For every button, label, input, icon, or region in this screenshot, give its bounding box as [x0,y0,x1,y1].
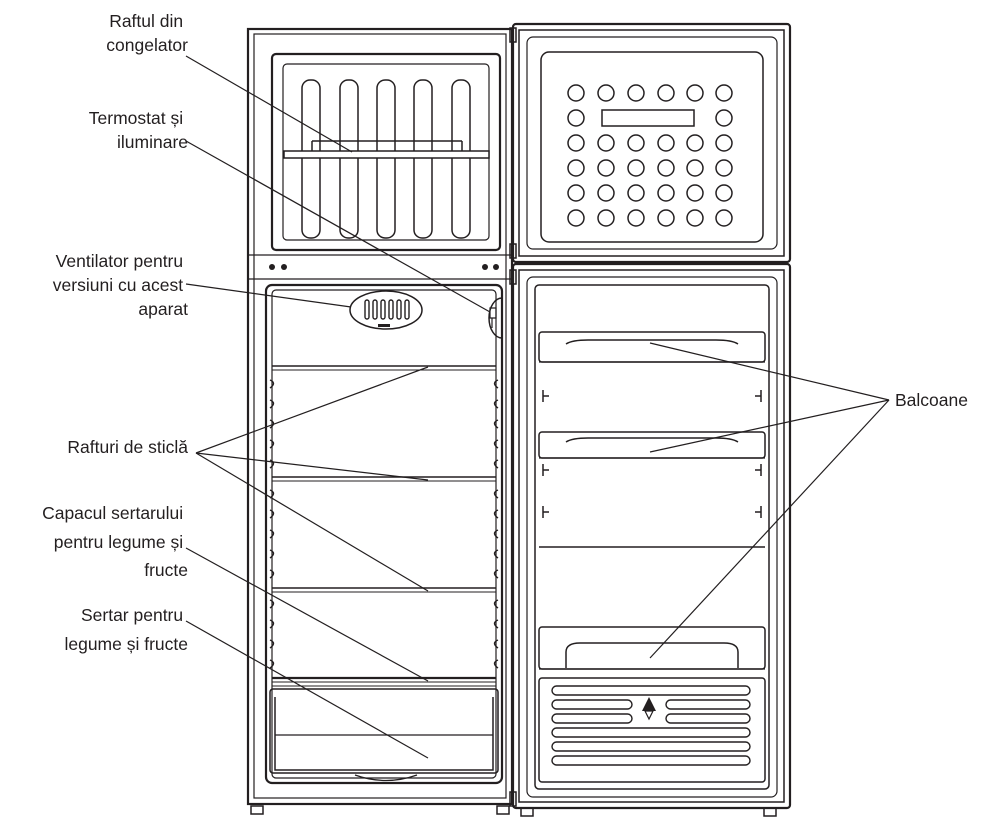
label-crisper-cover: Capacul sertarului pentru legume și fruc… [42,503,188,580]
door-balcony-2 [538,431,766,459]
leader-thermostat [185,140,491,313]
label-fan: Ventilator pentru versiuni cu acest apar… [53,251,188,319]
shelf-supports [269,379,499,669]
door-balcony-3 [538,626,766,670]
freezer-door [509,22,792,264]
leader-balcony-3 [649,399,890,659]
control-strip [269,264,499,270]
freezer-compartment [270,52,502,252]
freezer-ribs [301,79,471,239]
crisper-cover [272,676,496,687]
thermostat-unit [488,297,503,339]
freezer-shelf [283,140,490,159]
fridge-compartment [264,283,504,785]
leader-balcony-1 [649,342,890,401]
label-balconies: Balcoane [895,390,968,410]
label-crisper-drawer: Sertar pentru legume și fructe [64,605,188,654]
leader-lines [185,55,890,759]
leader-crisper-drawer [185,620,429,759]
fan-vent [349,290,423,330]
crisper-drawer [269,688,499,782]
door-bottom-panel [538,677,766,783]
label-thermostat: Termostat și iluminare [89,108,188,152]
glass-shelf-1 [272,365,496,371]
leader-freezer-shelf [185,55,353,153]
leader-glass-shelf-3 [195,452,429,592]
leader-fan [185,283,352,308]
cabinet-interior [246,27,514,815]
egg-tray [567,84,733,227]
label-glass-shelves: Rafturi de sticlă [67,437,188,457]
glass-shelf-3 [272,587,496,593]
leader-balcony-2 [649,399,890,453]
door-rails [539,390,765,548]
leader-crisper-cover [185,547,429,682]
leader-glass-shelf-2 [195,452,429,481]
recycling-icon [642,697,656,721]
door-balcony-1 [538,331,766,363]
label-freezer-shelf: Raftul din congelator [106,11,188,55]
fridge-door [509,262,792,817]
leader-glass-shelf-1 [195,366,429,454]
glass-shelf-2 [272,476,496,482]
labels: Raftul din congelator Termostat și ilumi… [42,11,968,654]
